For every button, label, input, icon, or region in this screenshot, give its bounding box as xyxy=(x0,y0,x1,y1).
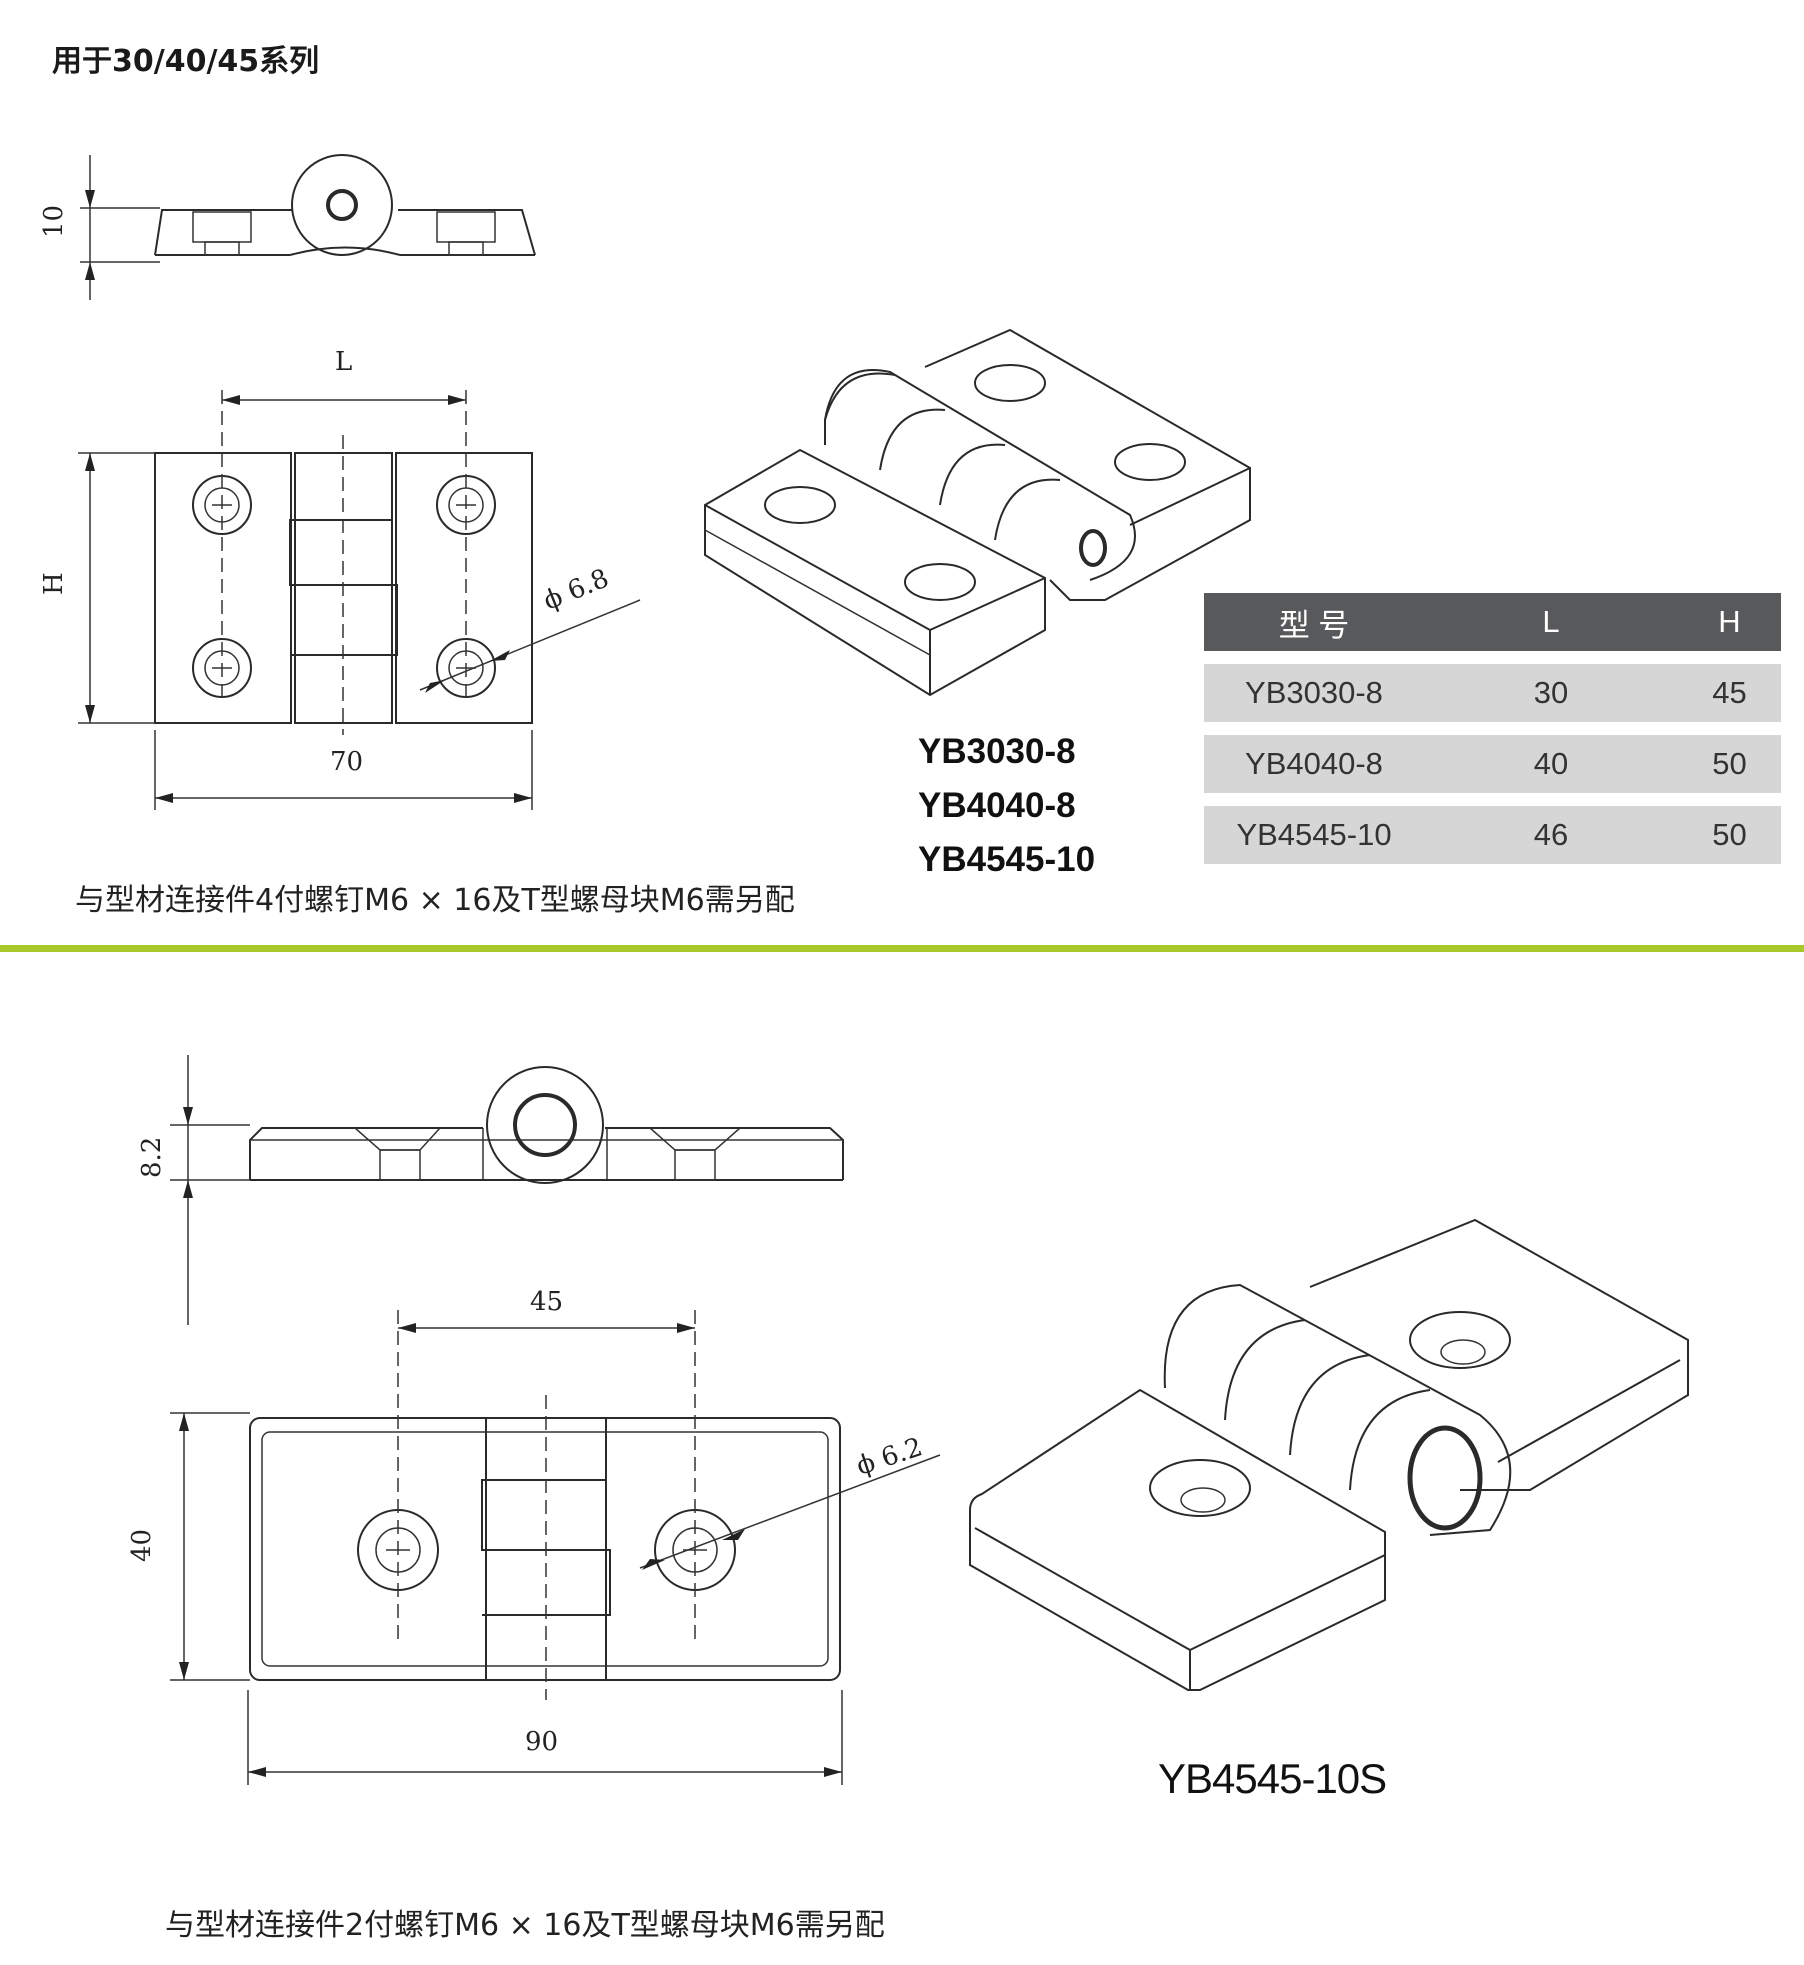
cell-H: 45 xyxy=(1712,675,1747,710)
bottom-side-profile xyxy=(249,1066,844,1184)
top-plan-view xyxy=(78,390,641,810)
model-label-3: YB4545-10 xyxy=(918,840,1096,879)
top-side-dim-10-label: 10 xyxy=(39,205,69,238)
cell-L: 46 xyxy=(1533,817,1569,852)
top-dim-hole-label: ϕ 6.8 xyxy=(539,563,613,616)
top-side-profile xyxy=(154,154,536,256)
cell-model: YB4545-10 xyxy=(1236,817,1392,852)
bottom-dim-40-label: 40 xyxy=(127,1529,157,1562)
col-header-model: 型 号 xyxy=(1278,607,1350,643)
table-row: YB4040-8 40 50 xyxy=(1204,735,1781,793)
model-label-1: YB3030-8 xyxy=(918,732,1076,771)
cell-H: 50 xyxy=(1712,817,1747,852)
bottom-isometric-hinge xyxy=(969,1218,1689,1691)
model-label-bottom: YB4545-10S xyxy=(1158,1755,1387,1802)
top-dim-H-label: H xyxy=(39,572,69,595)
cell-L: 40 xyxy=(1533,746,1569,781)
model-label-2: YB4040-8 xyxy=(918,786,1076,825)
table-row: YB3030-8 30 45 xyxy=(1204,664,1781,722)
note-bottom: 与型材连接件2付螺钉M6 × 16及T型螺母块M6需另配 xyxy=(165,1908,885,1943)
note-top: 与型材连接件4付螺钉M6 × 16及T型螺母块M6需另配 xyxy=(75,883,795,918)
cell-model: YB3030-8 xyxy=(1245,675,1383,710)
cell-H: 50 xyxy=(1712,746,1747,781)
section-title: 用于30/40/45系列 xyxy=(52,44,320,79)
top-side-dim-10 xyxy=(80,155,160,300)
table-row: YB4545-10 46 50 xyxy=(1204,806,1781,864)
section-divider xyxy=(0,945,1804,952)
cell-L: 30 xyxy=(1533,675,1569,710)
col-header-H: H xyxy=(1718,604,1741,639)
cell-model: YB4040-8 xyxy=(1245,746,1383,781)
top-isometric-hinge xyxy=(704,328,1251,697)
col-header-L: L xyxy=(1542,604,1560,639)
bottom-plan-view xyxy=(170,1310,941,1785)
bottom-side-dim-label: 8.2 xyxy=(137,1137,167,1178)
top-plan-holes xyxy=(192,390,496,705)
bottom-dim-90-label: 90 xyxy=(525,1727,558,1757)
spec-table-header: 型 号 L H xyxy=(1204,593,1781,651)
bottom-dim-45-label: 45 xyxy=(530,1287,563,1317)
top-dim-L-label: L xyxy=(335,347,352,377)
top-dim-70-label: 70 xyxy=(330,747,363,777)
spec-table: 型 号 L H YB3030-8 30 45 YB4040-8 40 50 YB… xyxy=(1204,593,1781,864)
bottom-side-dim xyxy=(170,1055,250,1325)
